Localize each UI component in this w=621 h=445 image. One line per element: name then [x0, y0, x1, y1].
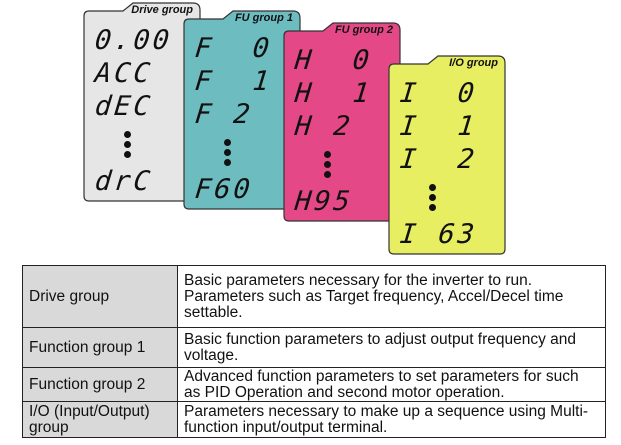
card-title: I/O group [449, 57, 498, 69]
group-description: Parameters necessary to make up a sequen… [177, 401, 606, 438]
card-shape [283, 22, 401, 222]
group-description: Basic function parameters to adjust outp… [177, 327, 606, 368]
card-title: Drive group [131, 4, 193, 16]
display-code: I 0 [398, 78, 479, 109]
ellipsis-icon [388, 176, 506, 218]
display-code: H 0 [293, 45, 374, 76]
card-title: FU group 2 [334, 24, 393, 36]
ellipsis-icon [183, 131, 301, 173]
group-description: Advanced function parameters to set para… [177, 367, 606, 402]
card-shape [83, 2, 201, 202]
card-shape [183, 10, 301, 210]
group-description: Basic parameters necessary for the inver… [177, 265, 606, 328]
ellipsis-icon [83, 123, 201, 165]
display-code: H 1 [293, 78, 374, 109]
display-code-last: H95 [293, 186, 355, 217]
display-code: I 2 [398, 144, 479, 175]
group-name: Drive group [22, 265, 178, 328]
ellipsis-icon [283, 143, 401, 185]
group-name: Function group 2 [22, 367, 178, 402]
group-name: I/O (Input/Output) group [22, 401, 178, 438]
card-shape [388, 55, 506, 255]
display-code: I 1 [398, 111, 479, 142]
card-title: FU group 1 [234, 12, 293, 24]
display-code: H 2 [293, 111, 355, 142]
group-name: Function group 1 [22, 327, 178, 368]
display-code-last: I 63 [398, 219, 479, 250]
